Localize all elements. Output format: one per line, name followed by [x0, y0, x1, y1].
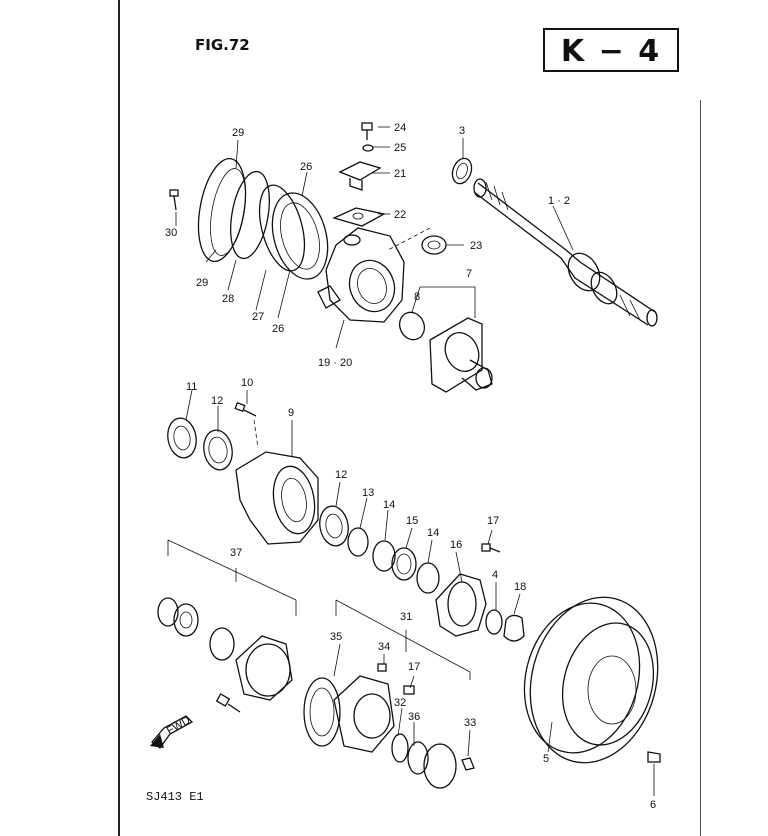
callout-3: 3 — [459, 125, 465, 137]
callout-25: 25 — [394, 142, 406, 154]
front-hub-group — [167, 401, 319, 545]
callout-36: 36 — [408, 711, 420, 723]
callout-32: 32 — [394, 697, 406, 709]
callout-19-20: 19 · 20 — [318, 357, 352, 369]
fwd-arrow-label: FWD — [165, 714, 193, 737]
callout-30: 30 — [165, 227, 177, 239]
callout-17b: 17 — [408, 661, 420, 673]
callout-37: 37 — [230, 547, 242, 559]
callout-23: 23 — [470, 240, 482, 252]
callout-17a: 17 — [487, 515, 499, 527]
callout-34: 34 — [378, 641, 390, 653]
callout-18: 18 — [514, 581, 526, 593]
steering-knuckle-part — [317, 227, 405, 323]
page-margin-line — [118, 0, 120, 836]
callout-12b: 12 — [335, 469, 347, 481]
callout-35: 35 — [330, 631, 342, 643]
callout-13: 13 — [362, 487, 374, 499]
leader-lines — [167, 126, 655, 796]
callout-27: 27 — [252, 311, 264, 323]
page-right-margin-line — [700, 100, 701, 836]
callout-33: 33 — [464, 717, 476, 729]
section-code-box: K − 4 — [543, 28, 679, 72]
callout-14b: 14 — [427, 527, 439, 539]
callout-21: 21 — [394, 168, 406, 180]
callout-15: 15 — [406, 515, 418, 527]
knuckle-seal-set — [169, 157, 329, 280]
callout-16: 16 — [450, 539, 462, 551]
callout-26b: 26 — [272, 323, 284, 335]
callout-6: 6 — [650, 799, 656, 811]
callout-4: 4 — [492, 569, 498, 581]
spindle-part — [398, 311, 493, 393]
callout-24: 24 — [394, 122, 406, 134]
callout-5: 5 — [543, 753, 549, 765]
callout-31: 31 — [400, 611, 412, 623]
oil-seal-part — [451, 157, 473, 185]
hub-bearing-washers — [319, 505, 440, 594]
callout-14a: 14 — [383, 499, 395, 511]
fwd-arrow-icon — [150, 715, 194, 749]
figure-number: FIG.72 — [195, 36, 250, 54]
hub-kit-group — [157, 597, 293, 713]
callout-11: 11 — [186, 381, 197, 393]
callout-9: 9 — [288, 407, 294, 419]
model-code: SJ413 E1 — [146, 790, 204, 804]
locking-hub-group — [435, 543, 525, 642]
callout-7: 7 — [466, 268, 472, 280]
callout-29b: 29 — [196, 277, 208, 289]
callout-28: 28 — [222, 293, 234, 305]
bearing-race-part — [421, 235, 447, 255]
callout-10: 10 — [241, 377, 253, 389]
callout-8: 8 — [414, 291, 420, 303]
callout-26a: 26 — [300, 161, 312, 173]
callout-22: 22 — [394, 209, 406, 221]
callout-29a: 29 — [232, 127, 244, 139]
axle-shaft-part — [473, 178, 658, 327]
kingpin-parts — [332, 122, 386, 227]
manual-hub-group — [303, 663, 475, 789]
brake-drum-part — [523, 596, 661, 764]
callout-12a: 12 — [211, 395, 223, 407]
callout-1-2: 1 · 2 — [548, 195, 570, 207]
